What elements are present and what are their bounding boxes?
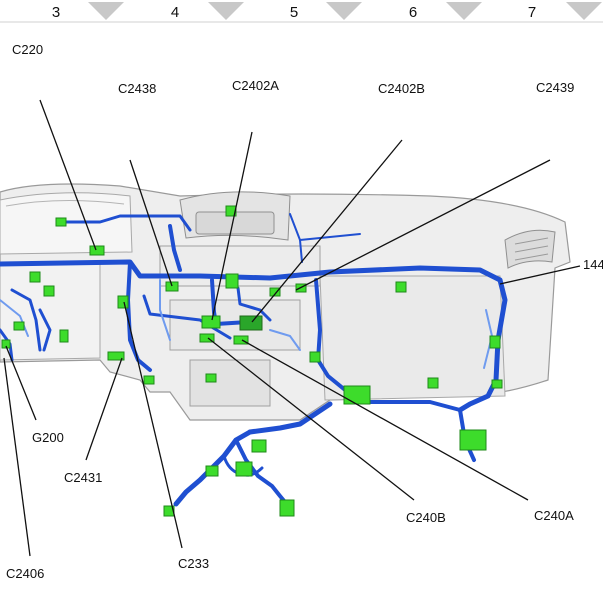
label-c2439: C2439 (536, 80, 574, 95)
center-stack (159, 245, 321, 287)
connector (309, 351, 321, 363)
connector-c233 (117, 295, 129, 309)
connector (55, 217, 67, 227)
glovebox-branch (314, 278, 322, 362)
header-marker (446, 2, 482, 20)
column-number: 6 (409, 4, 417, 21)
leader-c240b (207, 337, 415, 501)
connector-c240a-block (459, 429, 487, 451)
dashboard-body (0, 183, 571, 421)
c2438-drop (168, 224, 182, 272)
leader-c233 (123, 301, 183, 549)
connector (343, 385, 371, 405)
label-g200: G200 (32, 430, 64, 445)
top-right-branch (299, 233, 361, 241)
cluster-loop (58, 214, 192, 232)
column-header: 3 4 5 6 7 (0, 2, 603, 23)
connector (491, 379, 503, 389)
connector-c240a (233, 335, 249, 345)
column-number: 4 (171, 4, 179, 21)
connector-c240b (199, 333, 215, 343)
wiring-harness (0, 213, 508, 510)
leader-c2439 (295, 159, 551, 291)
label-c2402a: C2402A (232, 78, 279, 93)
connector-c2402a (201, 315, 221, 329)
connector-g200 (1, 339, 11, 349)
connector (251, 439, 267, 453)
connector (143, 375, 155, 385)
connector (235, 461, 253, 477)
connector-c220 (89, 245, 105, 256)
leader-c220 (39, 99, 97, 251)
connector (163, 505, 175, 517)
center-branch (236, 286, 272, 322)
connector (225, 205, 237, 217)
header-marker (88, 2, 124, 20)
connector (13, 321, 25, 331)
connector (395, 281, 407, 293)
connector (269, 287, 281, 297)
left-down-branch (126, 260, 152, 372)
connector (43, 285, 55, 297)
lower-trunk (358, 400, 462, 412)
floor-harness (247, 401, 333, 435)
label-c2431: C2431 (64, 470, 102, 485)
leader-c2402a (211, 131, 253, 321)
label-c2402b: C2402B (378, 81, 425, 96)
connector (205, 465, 219, 477)
connector (489, 335, 501, 349)
leader-c2431 (85, 357, 123, 461)
label-c240b: C240B (406, 510, 446, 525)
leader-c2406 (3, 357, 31, 557)
label-144: 144 (583, 257, 603, 272)
connector (427, 377, 439, 389)
glovebox (319, 275, 506, 401)
header-marker (566, 2, 602, 20)
main-trunk (0, 259, 503, 283)
leader-c2438 (129, 159, 173, 287)
label-c240a: C240A (534, 508, 574, 523)
connector (59, 329, 69, 343)
connector (279, 499, 295, 517)
console-branch (142, 294, 232, 340)
connector (225, 273, 239, 289)
left-drop (10, 288, 42, 352)
connectors (1, 205, 503, 517)
callout-labels: C220 C2438 C2402A C2402B C2439 144 G200 … (6, 42, 603, 581)
label-c2406: C2406 (6, 566, 44, 581)
leader-c2402b (251, 139, 403, 323)
leader-c240a (241, 339, 529, 501)
label-c233: C233 (178, 556, 209, 571)
connector-c2402b (239, 315, 263, 331)
column-number: 5 (290, 4, 298, 21)
column-number: 3 (52, 4, 60, 21)
leader-144 (499, 265, 581, 285)
connector-c2431 (107, 351, 125, 361)
column-number: 7 (528, 4, 536, 21)
leader-g200 (5, 345, 37, 421)
header-marker (326, 2, 362, 20)
connector (205, 373, 217, 383)
leader-lines (3, 99, 581, 557)
floor-harness (234, 438, 292, 510)
header-marker (208, 2, 244, 20)
console-lower (189, 359, 271, 407)
connector-c2438 (165, 281, 179, 292)
label-c2438: C2438 (118, 81, 156, 96)
label-c220: C220 (12, 42, 43, 57)
connector (29, 271, 41, 283)
